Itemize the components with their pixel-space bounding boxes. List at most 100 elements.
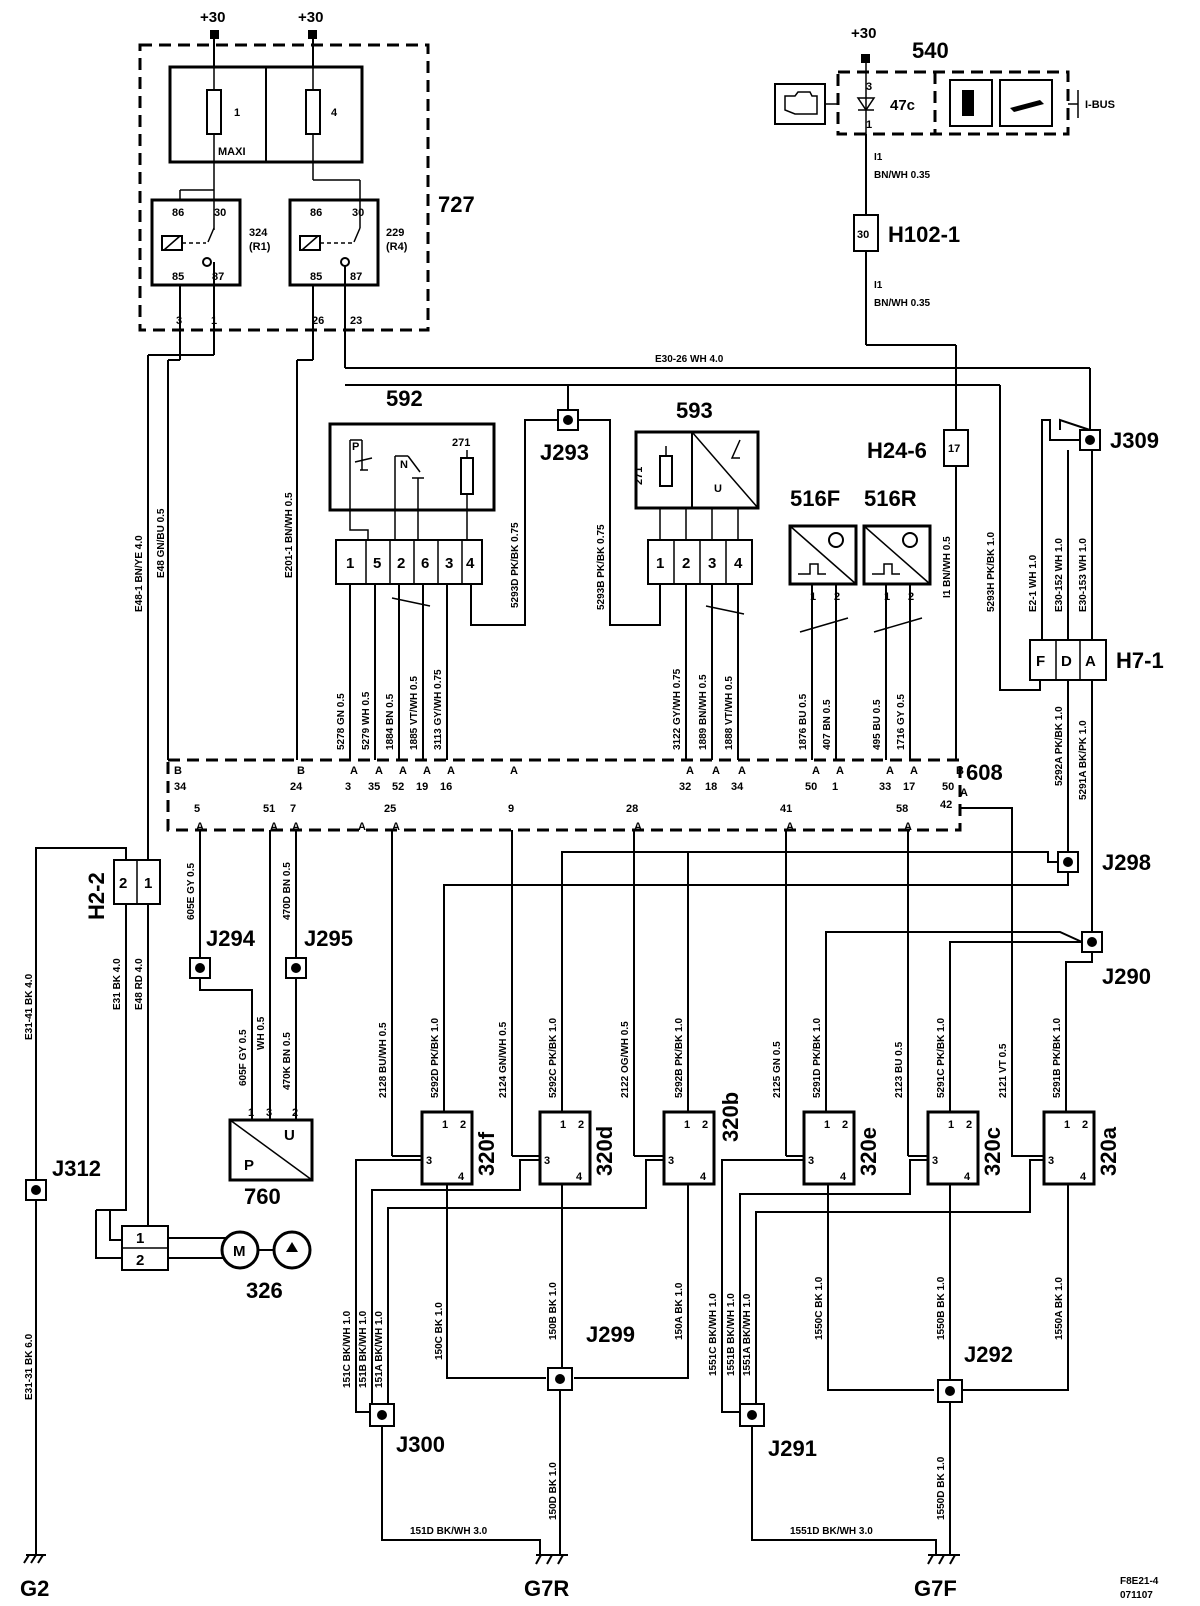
pin-label: 1 bbox=[824, 1119, 830, 1131]
led-icon bbox=[856, 97, 876, 112]
wire-label: E2-1 WH 1.0 bbox=[1028, 554, 1039, 612]
pin-label: A bbox=[1085, 653, 1096, 670]
relay-box-727-outline bbox=[138, 43, 430, 332]
junction-dot bbox=[291, 963, 301, 973]
junction-dot bbox=[563, 415, 573, 425]
wire-label: BN/WH 0.35 bbox=[874, 170, 931, 181]
pin-label: 9 bbox=[508, 803, 514, 815]
fuse-1-label: 1 bbox=[234, 107, 240, 119]
supply-label: +30 bbox=[298, 9, 323, 26]
wire-label: E31-31 BK 6.0 bbox=[24, 1333, 35, 1400]
wire-label: 1876 BU 0.5 bbox=[798, 693, 809, 750]
pin-label: D bbox=[1061, 653, 1072, 670]
wire-label: 2128 BU/WH 0.5 bbox=[378, 1022, 389, 1098]
pin-label: 4 bbox=[466, 555, 475, 572]
pin-label: 17 bbox=[948, 443, 960, 455]
sensor-u-label: U bbox=[714, 483, 722, 495]
wire-label: 150D BK 1.0 bbox=[548, 1462, 559, 1520]
fuse-4 bbox=[305, 89, 321, 135]
injector-320e-label: 320e bbox=[856, 1127, 881, 1176]
pin-letter: A bbox=[375, 765, 383, 777]
wire-label: WH 0.5 bbox=[256, 1016, 267, 1050]
wire bbox=[95, 1210, 122, 1259]
pin-label: 26 bbox=[312, 315, 324, 327]
wire-label: 605F GY 0.5 bbox=[238, 1029, 249, 1086]
ecu-608: 608 B 34 B 24 A 3 A 35 A 52 A 19 A 16 A … bbox=[166, 758, 1003, 833]
pin-label: 3 bbox=[426, 1155, 432, 1167]
unit-326-label: 326 bbox=[246, 1278, 283, 1303]
junction-dot bbox=[1063, 857, 1073, 867]
supply-label: +30 bbox=[851, 25, 876, 42]
pin-label: 5 bbox=[373, 555, 381, 572]
wire-label: 1889 BN/WH 0.5 bbox=[698, 674, 709, 750]
wire-1551a bbox=[755, 1159, 1044, 1404]
wire-150c bbox=[446, 1184, 546, 1379]
pin-label: 35 bbox=[368, 781, 380, 793]
junction-j294-label: J294 bbox=[206, 926, 256, 951]
oil-can-icon bbox=[1010, 100, 1044, 112]
coil-mark bbox=[163, 235, 181, 251]
fuel-pump-icon bbox=[962, 90, 974, 116]
pin-label: 1 bbox=[560, 1119, 566, 1131]
injector-320b-box bbox=[662, 1110, 716, 1186]
wire-label: 1550C BK 1.0 bbox=[814, 1276, 825, 1340]
pin-label: 34 bbox=[174, 781, 187, 793]
pin-label: 16 bbox=[440, 781, 452, 793]
pin-label: 2 bbox=[908, 591, 914, 603]
wire-label: 5293B PK/BK 0.75 bbox=[596, 524, 607, 610]
pin-label: 1 bbox=[442, 1119, 448, 1131]
pin-label: 7 bbox=[290, 803, 296, 815]
wire-label: 2121 VT 0.5 bbox=[998, 1043, 1009, 1098]
junction-dot bbox=[555, 1374, 565, 1384]
supply-terminal bbox=[210, 30, 219, 39]
injector-320f-box bbox=[420, 1110, 474, 1186]
pin-label: 25 bbox=[384, 803, 396, 815]
wire-label: E48 GN/BU 0.5 bbox=[156, 508, 167, 578]
connector-h24-6 bbox=[943, 429, 969, 467]
pin-letter: A bbox=[634, 821, 642, 833]
junction-dot bbox=[1087, 937, 1097, 947]
wire-label: 3122 GY/WH 0.75 bbox=[672, 668, 683, 750]
wire-e31-41 bbox=[35, 847, 127, 1180]
wire-5293d bbox=[470, 419, 550, 626]
wire-label: BN/WH 0.35 bbox=[874, 298, 931, 309]
pin-label: 6 bbox=[421, 555, 429, 572]
pin-label: 1 bbox=[1064, 1119, 1070, 1131]
wire-label: 151A BK/WH 1.0 bbox=[374, 1311, 385, 1388]
pin-label: 2 bbox=[292, 1107, 298, 1119]
wire-label: 605E GY 0.5 bbox=[186, 862, 197, 920]
pin-label: 3 bbox=[345, 781, 351, 793]
wire-label: 150C BK 1.0 bbox=[434, 1302, 445, 1360]
left-section: 2 1 H2-2 1 2 M 326 E31-41 BK 4.0 E31 BK … bbox=[20, 847, 312, 1601]
pin-letter: A bbox=[836, 765, 844, 777]
pin-letter: A bbox=[886, 765, 894, 777]
pin-label: 4 bbox=[964, 1171, 971, 1183]
fuse-4-label: 4 bbox=[331, 107, 338, 119]
wire-label: 1551C BK/WH 1.0 bbox=[708, 1293, 719, 1376]
pin-letter: A bbox=[196, 821, 204, 833]
pin-label: 1 bbox=[248, 1107, 254, 1119]
injector-320c-label: 320c bbox=[980, 1127, 1005, 1176]
junction-j309: J309 F D A H7-1 bbox=[345, 384, 1164, 932]
pin-label: 17 bbox=[903, 781, 915, 793]
pin-label: 24 bbox=[290, 781, 303, 793]
pin-label: 3 bbox=[808, 1155, 814, 1167]
pin-label: 5 bbox=[194, 803, 200, 815]
footer-code: F8E21-4 bbox=[1120, 1576, 1159, 1587]
unit-540: +30 540 3 1 47c I-BUS bbox=[774, 25, 1115, 136]
wire-label: 1550B BK 1.0 bbox=[936, 1276, 947, 1340]
connector-h24-6-label: H24-6 bbox=[867, 438, 927, 463]
pin-label: 1 bbox=[866, 119, 872, 131]
wire-label: 470K BN 0.5 bbox=[282, 1032, 293, 1090]
wire-label: E31 BK 4.0 bbox=[112, 958, 123, 1010]
wire-label: 5292B PK/BK 1.0 bbox=[674, 1018, 685, 1098]
relay-box-727-label: 727 bbox=[438, 192, 475, 217]
pin-letter: A bbox=[270, 821, 278, 833]
wire-label: 2125 GN 0.5 bbox=[772, 1041, 783, 1098]
wires-i1: I1 BN/WH 0.35 30 H102-1 I1 BN/WH 0.35 17… bbox=[853, 134, 969, 760]
pin-letter: A bbox=[786, 821, 794, 833]
wire-5293b bbox=[550, 419, 661, 626]
wire-label: 5293D PK/BK 0.75 bbox=[510, 522, 521, 608]
injector-320d: 1 2 3 4 320d bbox=[538, 1110, 617, 1186]
pulse-icon bbox=[872, 563, 900, 575]
